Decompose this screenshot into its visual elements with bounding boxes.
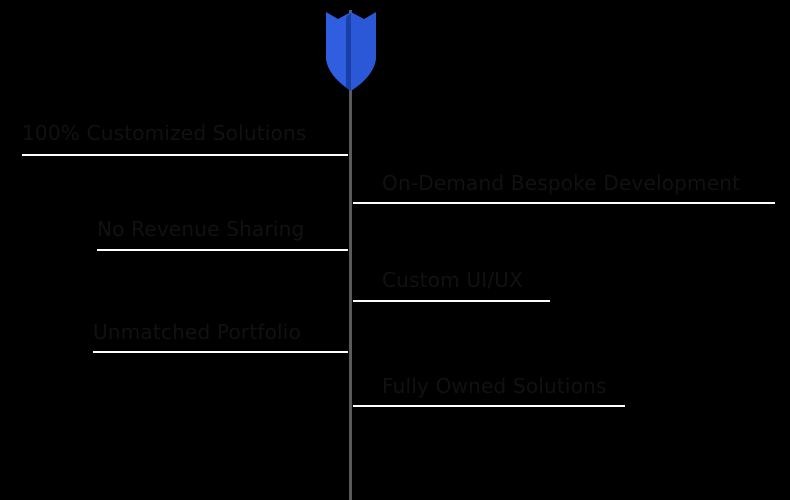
feature-underline [353,202,775,204]
feature-label: 100% Customized Solutions [22,121,307,145]
feature-label: On-Demand Bespoke Development [382,171,741,195]
feature-underline [353,300,550,302]
feature-label: Fully Owned Solutions [382,374,607,398]
feature-underline [353,405,625,407]
shield-arrowhead-icon [326,12,376,91]
feature-label: Custom UI/UX [382,268,523,292]
feature-label: Unmatched Portfolio [93,320,301,344]
feature-underline [93,351,348,353]
feature-underline [97,249,348,251]
feature-underline [22,154,348,156]
feature-label: No Revenue Sharing [97,217,305,241]
timeline-axis [349,10,352,500]
